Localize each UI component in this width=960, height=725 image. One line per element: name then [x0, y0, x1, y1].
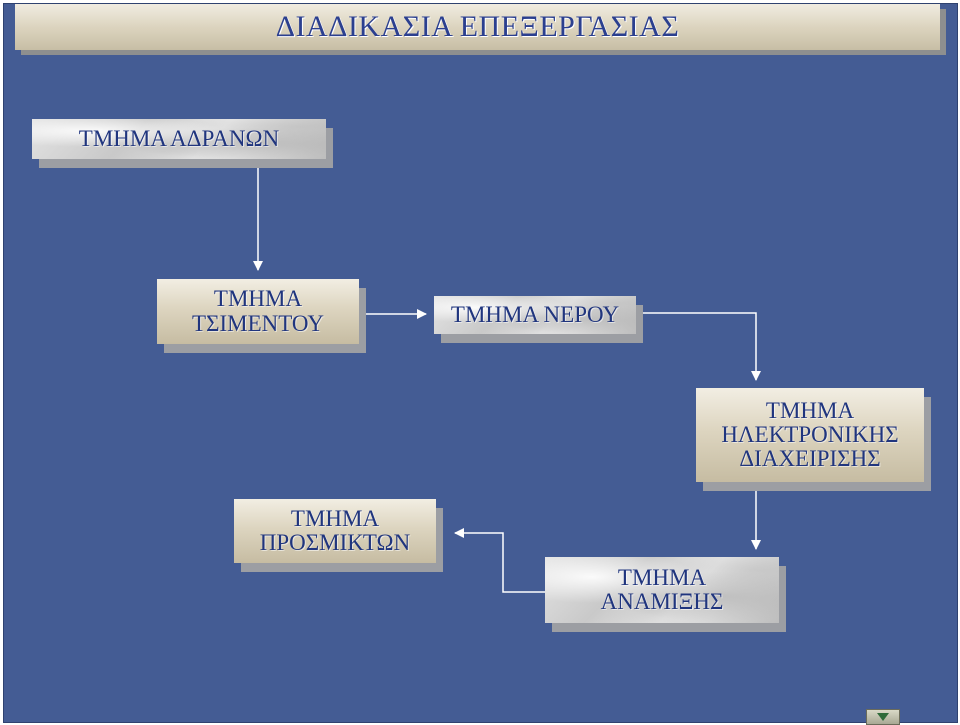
next-slide-icon[interactable]: [866, 709, 900, 725]
node-ilektronikis-line-2: ΗΛΕΚΤΡΟΝΙΚΗΣ: [721, 421, 899, 447]
node-adranon: ΤΜΗΜΑ ΑΔΡΑΝΩΝ: [32, 119, 326, 159]
slide-canvas: [3, 3, 958, 723]
node-prosmikton: ΤΜΗΜΑ ΠΡΟΣΜΙΚΤΩΝ: [234, 499, 436, 563]
node-prosmikton-line-2: ΠΡΟΣΜΙΚΤΩΝ: [259, 530, 411, 555]
node-prosmikton-line-1: ΤΜΗΜΑ: [290, 505, 380, 531]
node-ilektronikis: ΤΜΗΜΑ ΗΛΕΚΤΡΟΝΙΚΗΣ ΔΙΑΧΕΙΡΙΣΗΣ: [696, 388, 924, 482]
node-anamixis-line-2: ΑΝΑΜΙΞΗΣ: [600, 589, 724, 614]
node-tsimentou-line-1: ΤΜΗΜΑ: [213, 286, 303, 312]
node-tsimentou-line-2: ΤΣΙΜΕΝΤΟΥ: [192, 310, 324, 336]
node-tsimentou: ΤΜΗΜΑ ΤΣΙΜΕΝΤΟΥ: [157, 279, 359, 344]
node-nerou: ΤΜΗΜΑ ΝΕΡΟΥ: [434, 296, 636, 334]
node-ilektronikis-line-3: ΔΙΑΧΕΙΡΙΣΗΣ: [739, 446, 881, 472]
diagram-title: ΔΙΑΔΙΚΑΣΙΑ ΕΠΕΞΕΡΓΑΣΙΑΣ: [275, 10, 680, 43]
title-bar: ΔΙΑΔΙΚΑΣΙΑ ΕΠΕΞΕΡΓΑΣΙΑΣ: [15, 4, 940, 50]
node-anamixis-line-1: ΤΜΗΜΑ: [617, 564, 707, 590]
node-nerou-label: ΤΜΗΜΑ ΝΕΡΟΥ: [450, 301, 620, 327]
node-adranon-label: ΤΜΗΜΑ ΑΔΡΑΝΩΝ: [78, 125, 280, 151]
node-ilektronikis-line-1: ΤΜΗΜΑ: [765, 397, 855, 423]
node-anamixis: ΤΜΗΜΑ ΑΝΑΜΙΞΗΣ: [545, 557, 779, 623]
